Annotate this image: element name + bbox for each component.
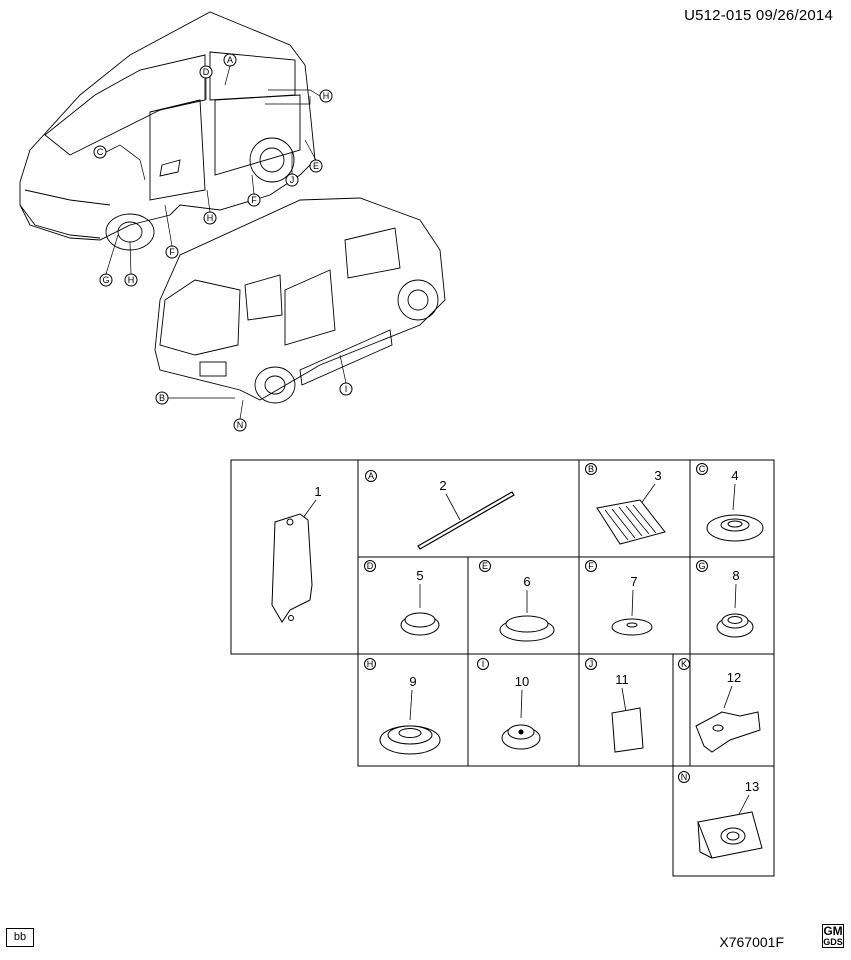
part-12-clip (695, 711, 761, 753)
callout-H-top: H (265, 89, 333, 105)
svg-text:6: 6 (523, 574, 530, 589)
gm-logo: GM GDS (822, 924, 844, 948)
cell-part-1: 1 (271, 484, 322, 623)
svg-text:1: 1 (314, 484, 321, 499)
svg-text:A: A (227, 55, 233, 65)
vehicle-illustrations: A D H C E J F H F G H I B N (19, 11, 446, 432)
svg-text:G: G (102, 275, 109, 285)
cell-part-3: B 3 (585, 463, 666, 545)
svg-text:N: N (237, 420, 244, 430)
cell-part-4: C 4 (696, 463, 764, 542)
svg-text:E: E (482, 561, 488, 571)
van-front-view (19, 11, 316, 251)
cell-part-9: H 9 (364, 658, 441, 755)
bb-label: bb (6, 928, 34, 947)
svg-text:4: 4 (731, 468, 738, 483)
svg-text:7: 7 (630, 574, 637, 589)
svg-text:G: G (698, 561, 705, 571)
svg-text:I: I (482, 659, 485, 669)
svg-text:F: F (588, 561, 594, 571)
svg-text:A: A (368, 471, 374, 481)
svg-text:H: H (323, 91, 330, 101)
callout-F-right: F (247, 174, 261, 207)
grid-lines (230, 459, 775, 877)
cell-part-12: K 12 (678, 658, 761, 753)
svg-text:B: B (588, 464, 594, 474)
svg-text:E: E (313, 161, 319, 171)
diagram-reference: U512-015 09/26/2014 (684, 7, 833, 24)
svg-text:5: 5 (416, 568, 423, 583)
figure-id: X767001F (719, 934, 784, 950)
part-2-strip (417, 491, 515, 550)
svg-text:I: I (345, 384, 348, 394)
callout-G: G (99, 234, 119, 287)
svg-text:C: C (97, 147, 104, 157)
callout-F-left: F (164, 204, 179, 259)
cell-part-7: F 7 (585, 560, 653, 636)
callout-C: C (93, 144, 146, 181)
cell-part-11: J 11 (585, 658, 644, 753)
svg-text:H: H (207, 213, 214, 223)
callout-J: J (285, 150, 299, 187)
svg-text:12: 12 (727, 670, 741, 685)
svg-text:10: 10 (515, 674, 529, 689)
svg-text:13: 13 (745, 779, 759, 794)
cell-part-2: A 2 (365, 470, 515, 550)
svg-text:F: F (169, 247, 175, 257)
callout-E: E (304, 139, 323, 173)
svg-text:N: N (681, 772, 688, 782)
callout-H-mid: H (203, 189, 217, 225)
svg-text:H: H (367, 659, 374, 669)
svg-text:B: B (159, 393, 165, 403)
svg-text:2: 2 (439, 478, 446, 493)
svg-text:8: 8 (732, 568, 739, 583)
parts-grid: 1 A 2 B 3 C 4 D 5 (230, 459, 775, 877)
callout-N: N (233, 399, 247, 432)
part-11-pad (611, 707, 644, 753)
cell-part-5: D 5 (364, 560, 440, 636)
svg-text:D: D (203, 67, 210, 77)
svg-text:F: F (251, 195, 257, 205)
callout-H-low: H (124, 241, 138, 287)
callout-B: B (155, 391, 235, 405)
cell-part-8: G 8 (696, 560, 754, 638)
svg-text:K: K (681, 659, 687, 669)
svg-text:3: 3 (654, 468, 661, 483)
svg-text:C: C (699, 464, 706, 474)
svg-text:J: J (290, 175, 295, 185)
svg-text:H: H (128, 275, 135, 285)
cell-part-6: E 6 (479, 560, 555, 642)
svg-text:11: 11 (615, 672, 629, 687)
svg-text:J: J (589, 659, 594, 669)
svg-text:D: D (367, 561, 374, 571)
callout-D: D (199, 65, 213, 100)
cell-part-10: I 10 (477, 658, 541, 750)
cell-part-13: N 13 (678, 771, 763, 859)
callout-I: I (339, 354, 353, 396)
part-1-bracket (271, 513, 313, 623)
callout-A: A (223, 53, 237, 86)
van-rear-view (154, 197, 446, 404)
svg-text:9: 9 (409, 674, 416, 689)
